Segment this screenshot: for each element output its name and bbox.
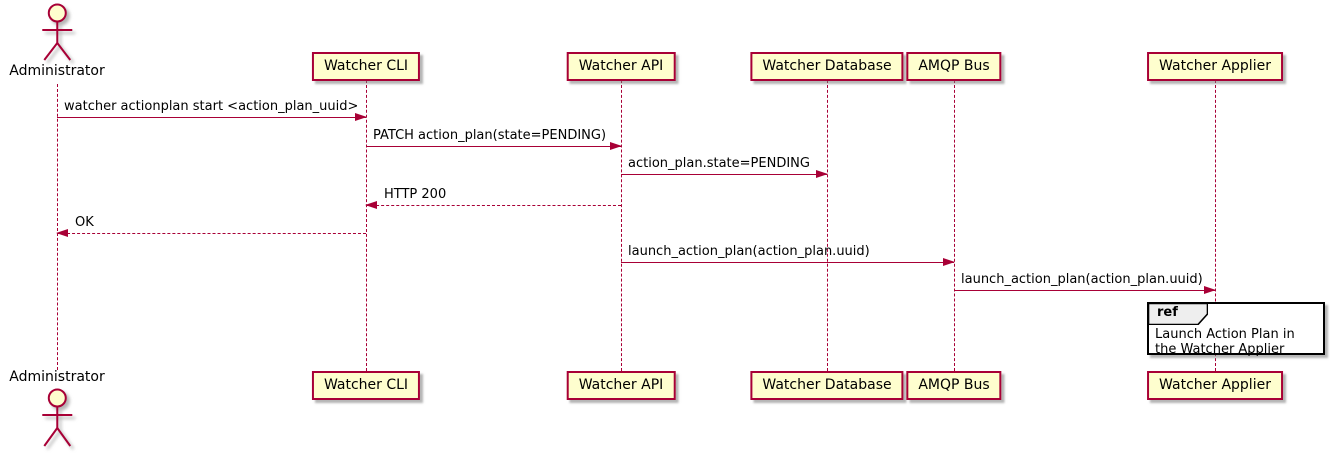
message-state-pending: action_plan.state=PENDING — [621, 155, 828, 178]
participant-watcher-database-top: Watcher Database — [750, 52, 904, 81]
participant-watcher-cli-bottom: Watcher CLI — [311, 371, 421, 400]
participant-watcher-applier-top: Watcher Applier — [1147, 52, 1283, 81]
message-arrow — [954, 286, 1216, 294]
message-label: PATCH action_plan(state=PENDING) — [373, 128, 607, 143]
message-label: launch_action_plan(action_plan.uuid) — [628, 244, 870, 259]
message-launch-action-plan-bus: launch_action_plan(action_plan.uuid) — [954, 271, 1216, 294]
participant-amqp-bus-top: AMQP Bus — [906, 52, 1002, 81]
ref-text: Launch Action Plan in the Watcher Applie… — [1155, 327, 1295, 357]
message-label: watcher actionplan start <action_plan_uu… — [64, 99, 359, 114]
message-launch-action-plan-api: launch_action_plan(action_plan.uuid) — [621, 243, 955, 266]
actor-icon — [42, 388, 72, 447]
message-label: launch_action_plan(action_plan.uuid) — [961, 272, 1203, 287]
message-arrow — [621, 170, 828, 178]
lifeline-watcher-applier — [1215, 80, 1216, 371]
message-arrow — [621, 258, 955, 266]
actor-label: Administrator — [9, 63, 105, 79]
ref-fragment: ref Launch Action Plan in the Watcher Ap… — [1147, 302, 1325, 357]
lifeline-watcher-api — [621, 80, 622, 371]
ref-header: ref — [1147, 302, 1209, 326]
participant-watcher-cli-top: Watcher CLI — [311, 52, 421, 81]
actor-administrator-bottom: Administrator — [9, 369, 105, 452]
participant-watcher-database-bottom: Watcher Database — [750, 371, 904, 400]
participant-watcher-api-bottom: Watcher API — [566, 371, 676, 400]
arrowhead-icon — [610, 142, 622, 150]
ref-pentagon-icon — [1147, 302, 1209, 326]
message-arrow — [366, 142, 622, 150]
message-arrow — [56, 229, 366, 237]
arrowhead-icon — [365, 201, 377, 209]
message-label: OK — [75, 215, 94, 230]
message-arrow — [365, 201, 621, 209]
arrowhead-icon — [816, 170, 828, 178]
ref-keyword: ref — [1157, 305, 1178, 320]
message-arrow — [57, 113, 367, 121]
participant-watcher-applier-bottom: Watcher Applier — [1147, 371, 1283, 400]
lifeline-amqp-bus — [954, 80, 955, 371]
lifeline-administrator — [57, 84, 58, 370]
arrowhead-icon — [943, 258, 955, 266]
message-label: action_plan.state=PENDING — [628, 156, 810, 171]
arrowhead-icon — [1204, 286, 1216, 294]
message-http-200: HTTP 200 — [365, 186, 621, 209]
actor-administrator-top: Administrator — [9, 3, 105, 80]
lifeline-watcher-database — [827, 80, 828, 371]
participant-watcher-api-top: Watcher API — [566, 52, 676, 81]
message-label: HTTP 200 — [384, 187, 447, 202]
message-patch-action-plan: PATCH action_plan(state=PENDING) — [366, 127, 622, 150]
message-ok: OK — [56, 214, 366, 237]
arrowhead-icon — [355, 113, 367, 121]
lifeline-watcher-cli — [366, 80, 367, 371]
participant-amqp-bus-bottom: AMQP Bus — [906, 371, 1002, 400]
actor-label: Administrator — [9, 369, 105, 385]
message-actionplan-start: watcher actionplan start <action_plan_uu… — [57, 98, 367, 121]
arrowhead-icon — [56, 229, 68, 237]
actor-icon — [42, 3, 72, 61]
